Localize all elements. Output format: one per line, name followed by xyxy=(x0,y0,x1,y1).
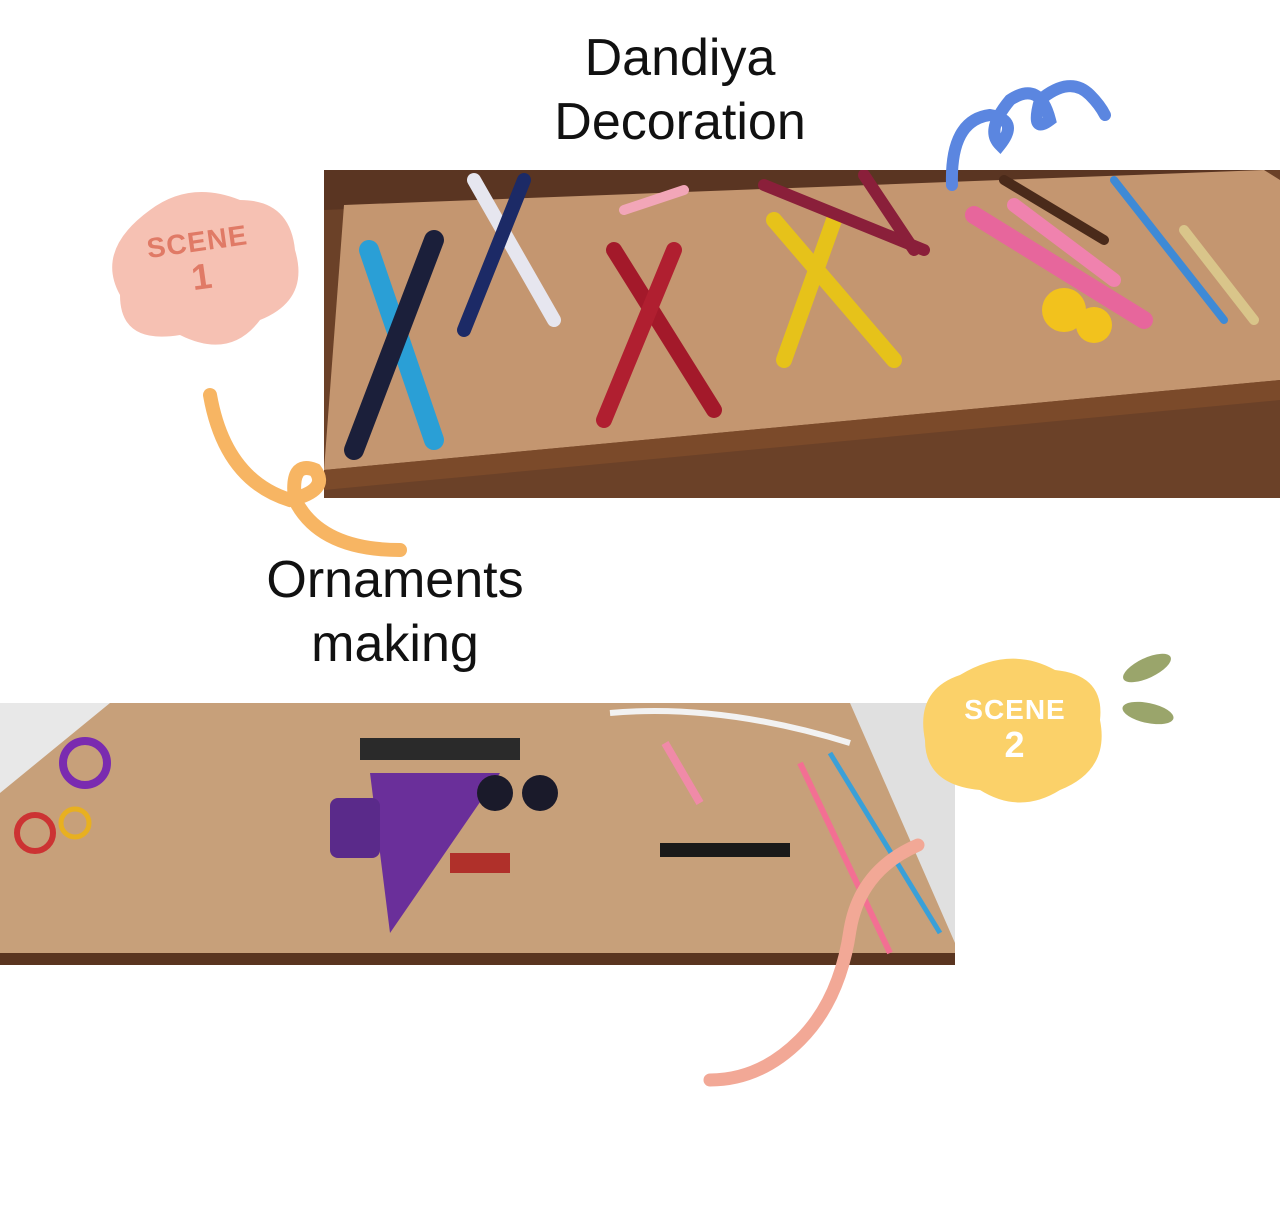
sticker-label: SCENE xyxy=(964,694,1066,725)
ornaments-photo xyxy=(0,703,955,965)
leaf-icon xyxy=(1123,653,1171,683)
scene2-sticker: SCENE 2 xyxy=(945,694,1085,766)
scene1-sticker: SCENE 1 xyxy=(126,217,275,308)
title-line: Ornaments xyxy=(266,551,524,609)
title-line: Decoration xyxy=(554,93,806,151)
ornaments-making-title: Ornaments making xyxy=(220,548,570,676)
dandiya-photo xyxy=(324,170,1280,498)
dandiya-decoration-title: Dandiya Decoration xyxy=(520,26,840,154)
leaf-icon xyxy=(1122,701,1174,725)
sticker-number: 2 xyxy=(1004,724,1026,765)
title-line: making xyxy=(311,615,479,673)
title-line: Dandiya xyxy=(584,29,776,87)
